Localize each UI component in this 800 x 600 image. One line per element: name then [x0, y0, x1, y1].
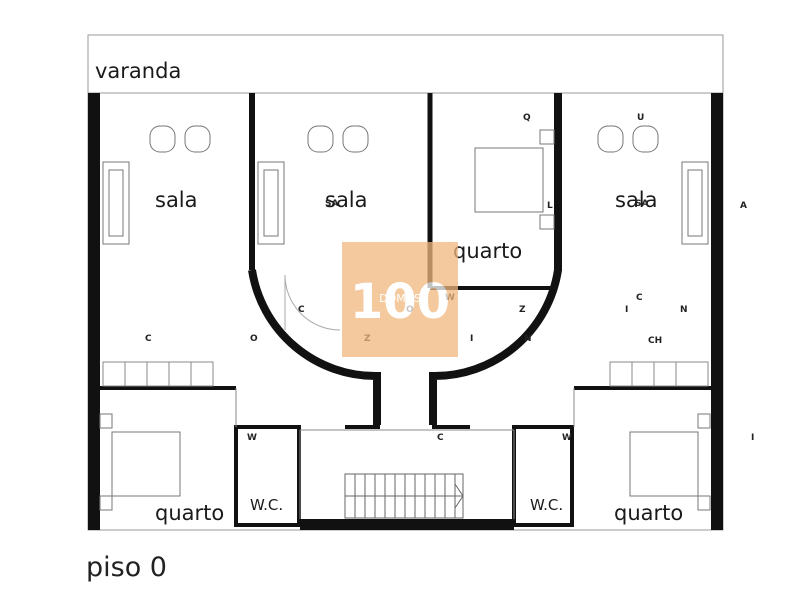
watermark-number: 100 [350, 274, 450, 330]
varanda-outline [87, 34, 724, 94]
marker-ch: CH [648, 336, 662, 346]
marker-l: L [547, 201, 553, 211]
marker-c-3: C [636, 293, 643, 303]
marker-n-1: N [524, 334, 532, 344]
beds [99, 129, 711, 511]
sofas [102, 161, 709, 245]
quarto-bottom-right-label: quarto [614, 501, 683, 525]
marker-w-2: W [247, 433, 257, 443]
thin-details [102, 361, 709, 519]
exterior-walls [88, 93, 723, 530]
quarto-center-label: quarto [453, 239, 522, 263]
marker-n-2: N [680, 305, 688, 315]
marker-sa-2: SA [635, 199, 648, 209]
door-swing [284, 274, 341, 331]
sala-center-label: sala [325, 188, 368, 212]
marker-w-3: W [562, 433, 572, 443]
watermark-square [342, 242, 458, 357]
sala-right-label: sala [615, 188, 658, 212]
marker-sa: SA [325, 199, 338, 209]
marker-a: A [740, 201, 747, 211]
marker-z-2: Z [519, 305, 526, 315]
marker-u: U [637, 113, 644, 123]
marker-c-1: C [145, 334, 152, 344]
staircase [344, 473, 464, 519]
marker-c-4: C [437, 433, 444, 443]
wc-right-label: W.C. [530, 496, 563, 514]
sala-left-label: sala [155, 188, 198, 212]
marker-c-2: C [298, 305, 305, 315]
watermark-brand: DOMUS [379, 292, 421, 305]
varanda-label: varanda [95, 59, 181, 83]
quarto-bottom-left-label: quarto [155, 501, 224, 525]
interior-walls [100, 93, 711, 527]
marker-i-2: I [625, 305, 628, 315]
marker-q: Q [523, 113, 531, 123]
armchairs [149, 125, 659, 153]
marker-i-3: I [751, 433, 754, 443]
wc-left-label: W.C. [250, 496, 283, 514]
watermark-logo: 100 DOMUS [342, 242, 458, 357]
marker-o-1: O [250, 334, 258, 344]
marker-i-1: I [470, 334, 473, 344]
floor-label: piso 0 [86, 552, 167, 583]
